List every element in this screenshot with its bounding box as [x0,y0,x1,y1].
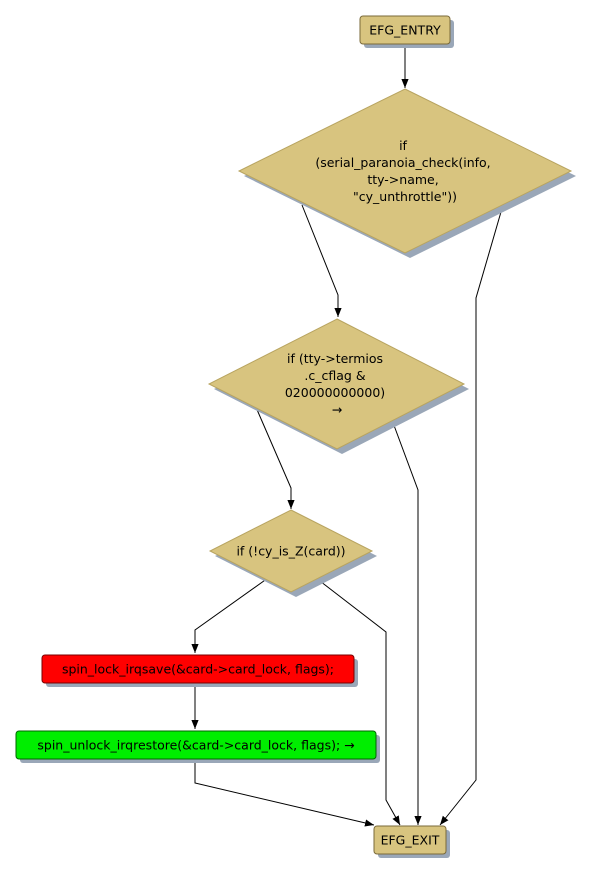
edge-check-to-cflag [301,204,342,317]
edge-cflag-to-isz [254,404,295,509]
exit-node-box [373,825,447,855]
edges [191,45,504,827]
lock-node-label: spin_lock_irqsave(&card->card_lock, flag… [62,662,334,677]
check-decision-line: if [399,138,407,153]
cflag-decision-label: if (tty->termios .c_cflag & 020000000000… [285,351,389,417]
check-decision-line: tty->name, [367,172,438,187]
unlock-node-label: spin_unlock_irqrestore(&card->card_lock,… [37,738,354,753]
entry-node-box [359,15,451,45]
cflag-decision-node: if (tty->termios .c_cflag & 020000000000… [207,318,469,454]
isz-decision-label: if (!cy_is_Z(card)) [236,544,345,559]
check-decision-label: if (serial_paranoia_check(info, tty->nam… [315,138,494,204]
edge-unlock-to-exit [194,760,375,827]
isz-decision-diamond [208,509,374,593]
cflag-decision-line: if (tty->termios [287,351,383,366]
edge-cflag-to-exit [391,419,422,825]
check-decision-line: "cy_unthrottle")) [353,189,457,204]
isz-decision-node: if (!cy_is_Z(card)) [208,509,377,597]
cflag-decision-line: → [332,402,342,417]
unlock-node-box [15,730,377,760]
check-decision-diamond [237,88,573,254]
exit-node-label: EFG_EXIT [381,833,440,848]
cflag-decision-diamond [207,318,466,450]
entry-node-label: EFG_ENTRY [369,23,441,38]
edge-isz-to-exit [315,577,401,826]
check-decision-line: (serial_paranoia_check(info, [315,155,490,170]
lock-node-box [41,654,355,684]
unlock-node: spin_unlock_irqrestore(&card->card_lock,… [15,730,380,763]
exit-node: EFG_EXIT [373,825,450,858]
edge-check-to-exit [439,204,504,826]
entry-node: EFG_ENTRY [359,15,454,48]
lock-node: spin_lock_irqsave(&card->card_lock, flag… [41,654,358,687]
edge-isz-to-lock [191,577,269,653]
cflag-decision-line: 020000000000) [285,385,385,400]
cflag-decision-line: .c_cflag & [304,368,365,383]
check-decision-node: if (serial_paranoia_check(info, tty->nam… [237,88,576,258]
